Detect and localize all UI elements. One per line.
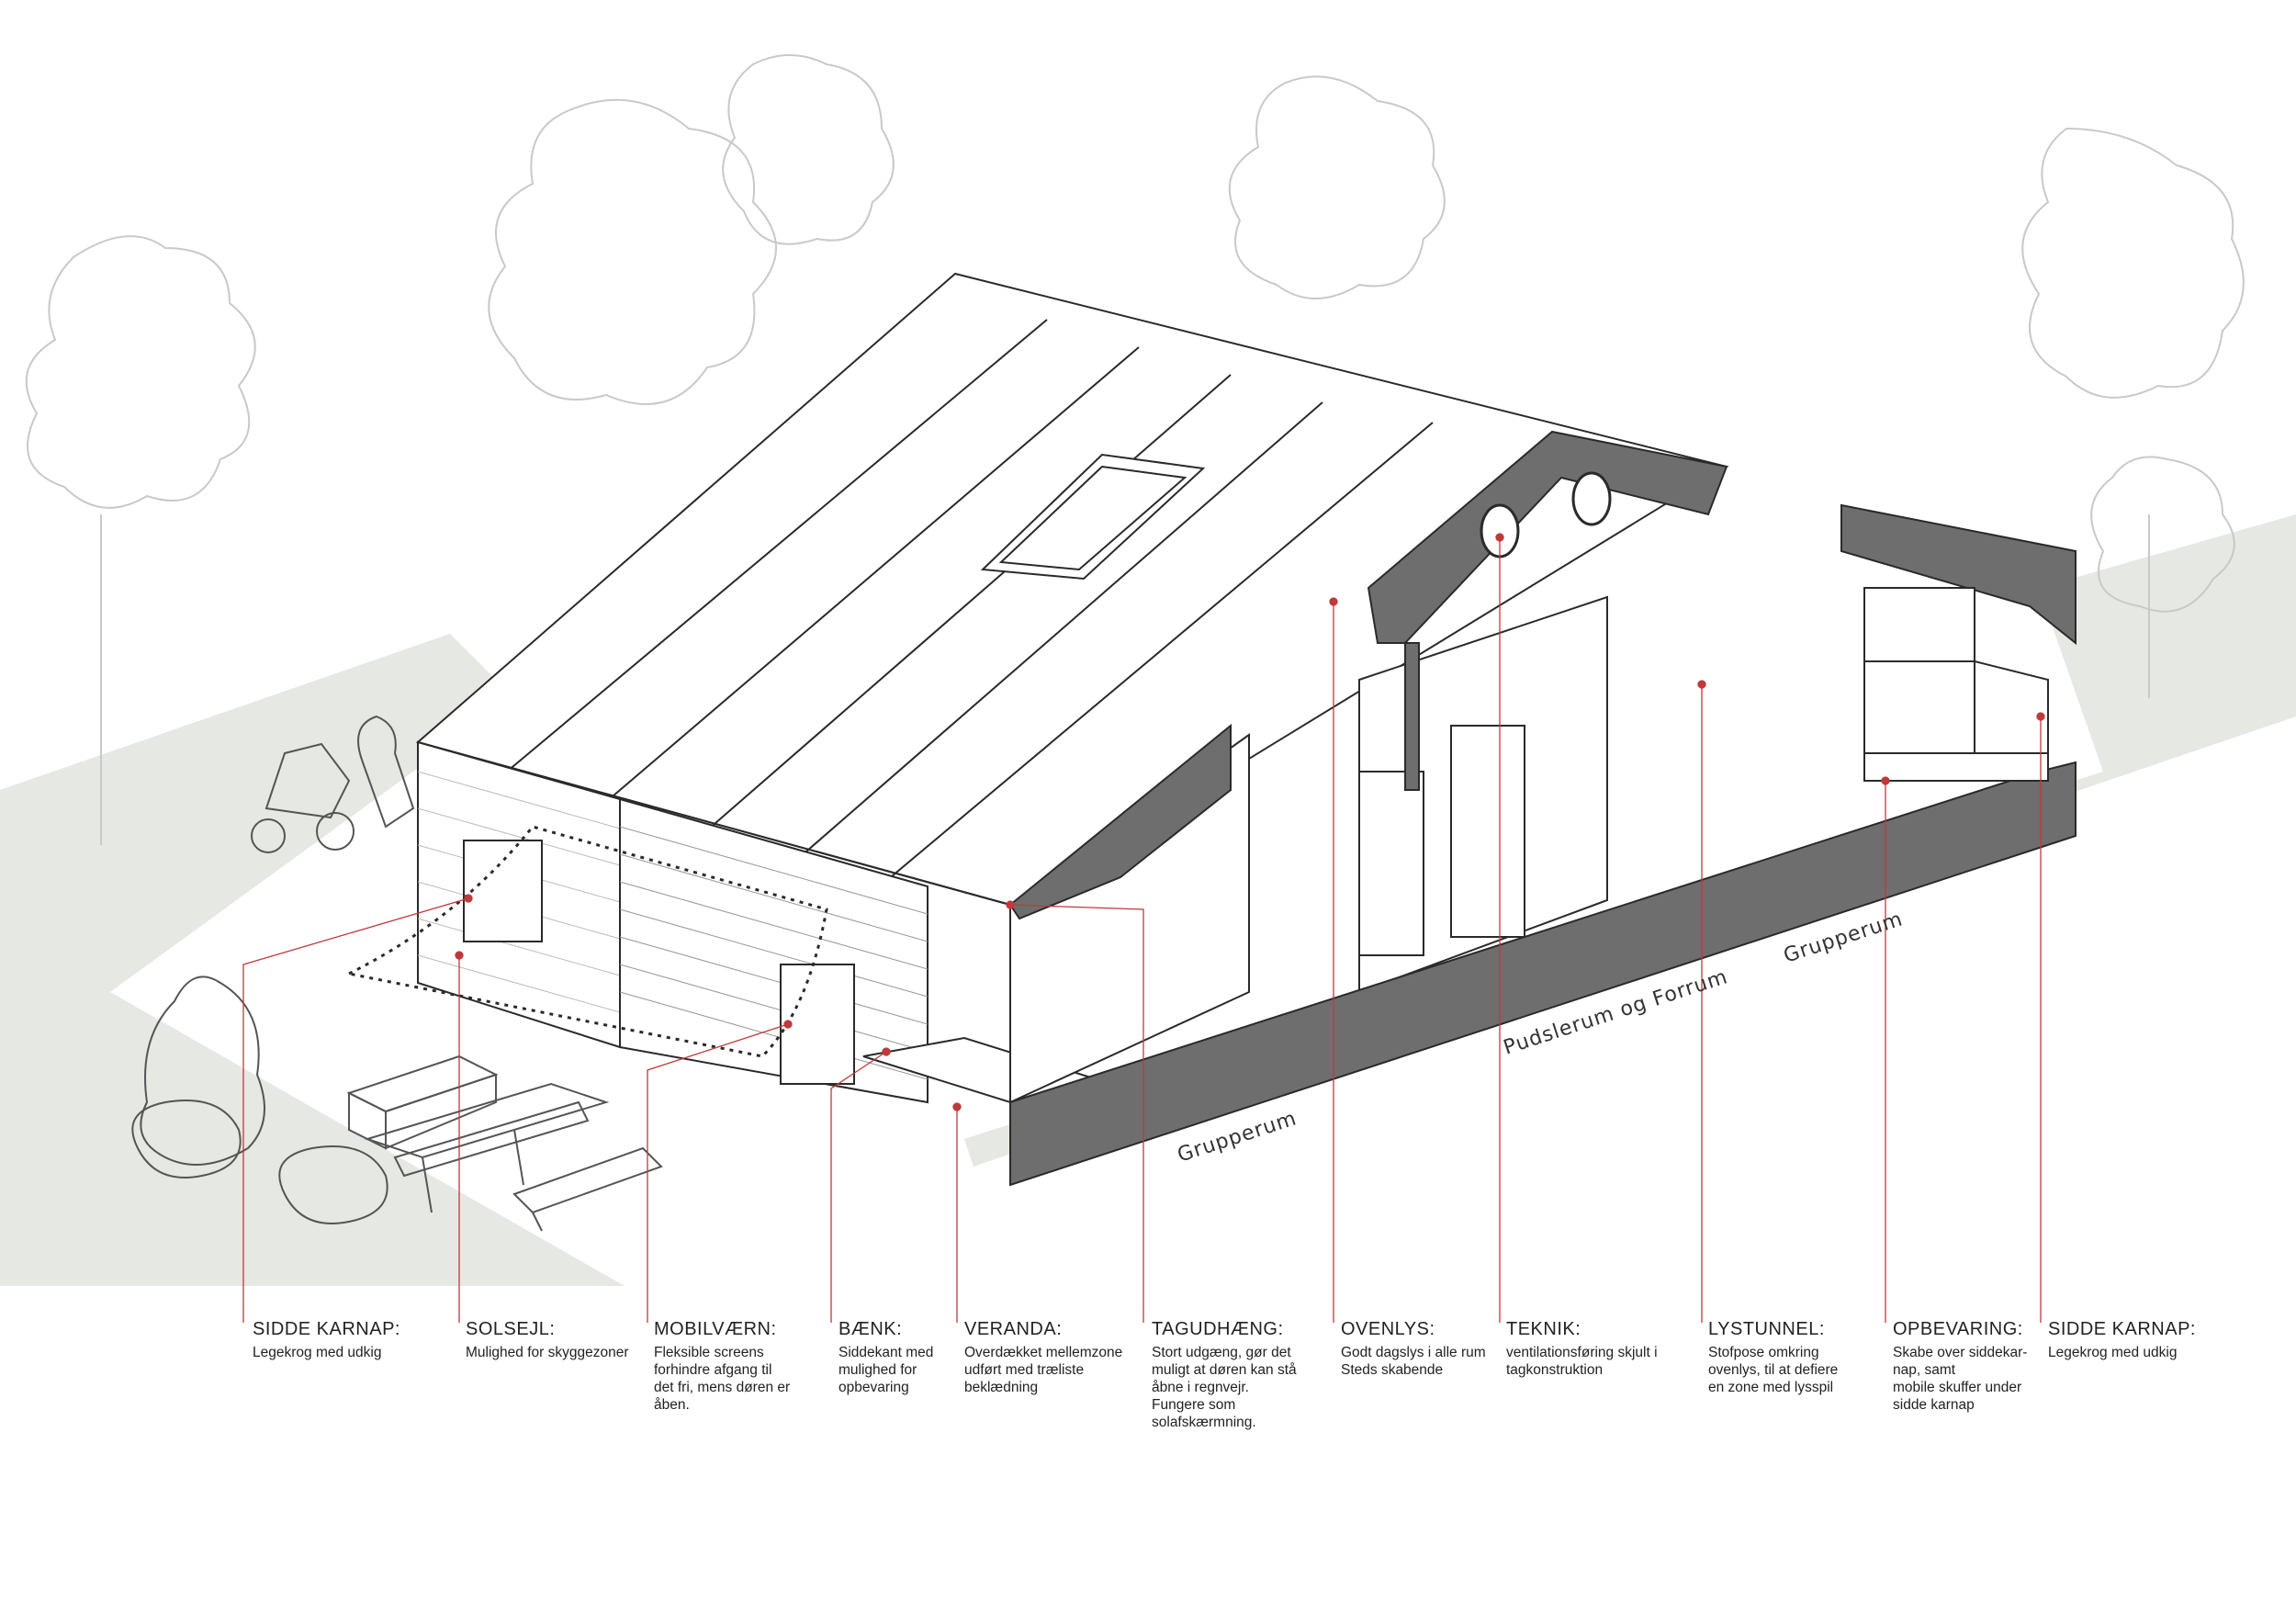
annotation-baenk: BÆNK: Siddekant med mulighed for opbevar… — [838, 1319, 934, 1395]
annotation-sidde-karnap-right: SIDDE KARNAP: Legekrog med udkig — [2048, 1319, 2196, 1360]
building — [415, 272, 1729, 1104]
leader-sidde-karnap-left — [242, 897, 469, 1323]
leader-veranda-dot — [952, 1102, 962, 1111]
leader-tagudhaeng — [1009, 904, 1144, 1323]
roof-skylight — [980, 453, 1206, 581]
leader-lystunnel-dot — [1697, 680, 1706, 689]
leader-mobilvaern — [647, 1023, 789, 1323]
leader-teknik-dot — [1495, 533, 1504, 542]
annotation-veranda: VERANDA: Overdækket mellemzone udført me… — [964, 1319, 1123, 1395]
annotation-ovenlys: OVENLYS: Godt dagslys i alle rum Steds s… — [1341, 1319, 1486, 1378]
annotation-lystunnel: LYSTUNNEL: Stofpose omkring ovenlys, til… — [1708, 1319, 1839, 1395]
leader-baenk — [830, 1051, 887, 1323]
annotation-sidde-karnap-left: SIDDE KARNAP: Legekrog med udkig — [253, 1319, 400, 1360]
interior-door — [1450, 725, 1525, 938]
teknik-portholes — [1480, 471, 1612, 558]
door-left — [780, 964, 855, 1085]
section-cut — [1008, 430, 2077, 1187]
karnap-right — [1863, 587, 2049, 782]
leader-mobilvaern-dot — [783, 1020, 793, 1029]
leader-tagudhaeng-dot — [1006, 900, 1015, 909]
annotation-tagudhaeng: TAGUDHÆNG: Stort udgæng, gør det muligt … — [1152, 1319, 1297, 1430]
leader-opbevaring-dot — [1881, 776, 1890, 785]
leader-ovenlys-dot — [1329, 597, 1338, 606]
leader-sidde-karnap-left-dot — [464, 894, 473, 903]
leader-baenk-dot — [882, 1047, 891, 1056]
annotation-teknik: TEKNIK: ventilationsføring skjult i tagk… — [1506, 1319, 1658, 1378]
background-trees — [25, 54, 2245, 845]
leader-sidde-karnap-right-dot — [2036, 712, 2045, 721]
annotation-solsejl: SOLSEJL: Mulighed for skyggezoner — [466, 1319, 629, 1360]
garden-props — [131, 715, 663, 1232]
leader-solsejl-dot — [455, 951, 464, 960]
annotation-leaders — [242, 533, 2045, 1323]
annotation-opbevaring: OPBEVARING: Skabe over siddekar- nap, sa… — [1893, 1319, 2028, 1413]
annotation-mobilvaern: MOBILVÆRN: Fleksible screens forhindre a… — [654, 1319, 791, 1413]
